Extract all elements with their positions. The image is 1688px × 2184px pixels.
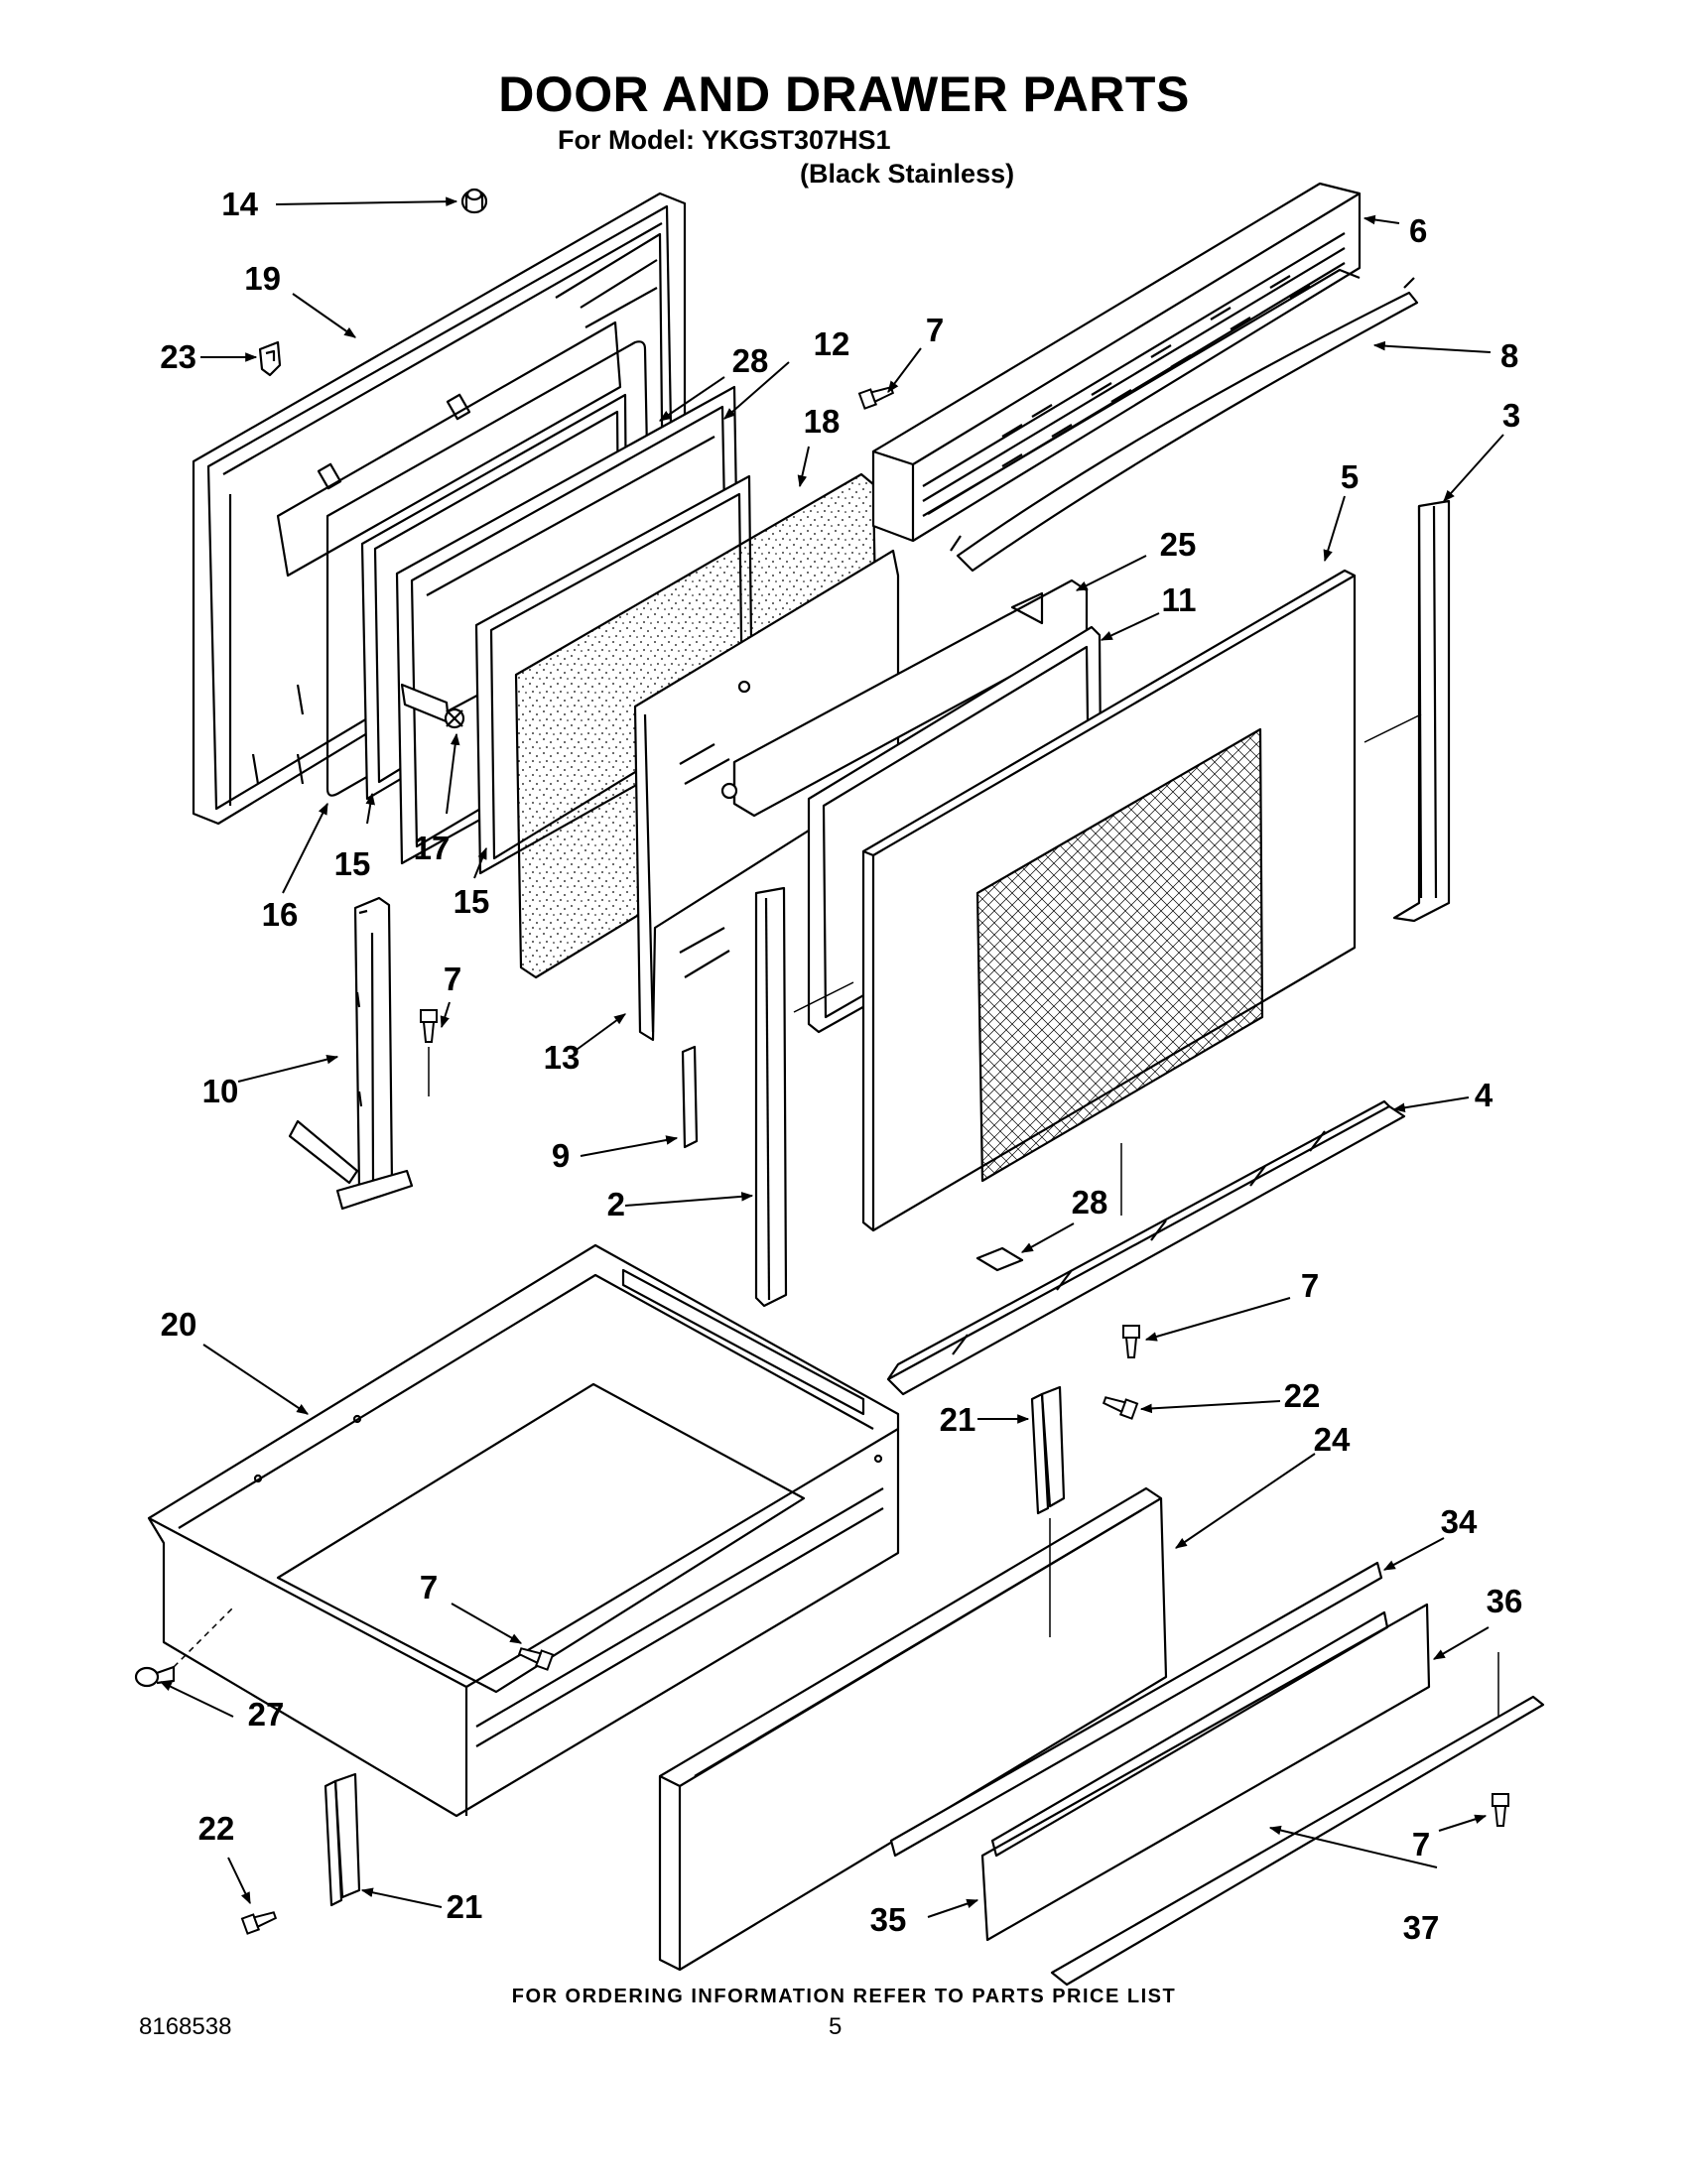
callout-label: 37 (1403, 1909, 1440, 1946)
callout-label: 22 (1284, 1377, 1321, 1414)
callout-label: 13 (544, 1039, 581, 1076)
screw-part-7-e (1492, 1793, 1509, 1827)
callout-label: 4 (1475, 1077, 1493, 1113)
vent-trim-part-6 (871, 182, 1362, 543)
spacer-part-9 (681, 1045, 699, 1149)
callout-label: 28 (1072, 1184, 1108, 1220)
callout-label: 19 (244, 260, 281, 297)
drawer-slide-part-21-lower (324, 1772, 361, 1907)
bottom-channel-part-4 (886, 1099, 1406, 1396)
callout-label: 35 (870, 1901, 907, 1938)
callout-label: 10 (202, 1073, 239, 1109)
callout-label: 5 (1341, 458, 1359, 495)
model-line: For Model: YKGST307HS1 (558, 125, 891, 155)
callout-label: 6 (1409, 212, 1427, 249)
callout-labels: 14 19 23 28 12 7 18 6 8 3 5 25 11 17 15 … (160, 186, 1522, 1946)
clip-part-28 (975, 1246, 1024, 1272)
callout-label: 9 (552, 1137, 570, 1174)
bottom-trim-part-37 (1050, 1695, 1545, 1987)
clip-part-23 (258, 340, 282, 377)
ordering-note: FOR ORDERING INFORMATION REFER TO PARTS … (511, 1986, 1177, 2007)
callout-label: 36 (1487, 1583, 1523, 1619)
callout-label: 22 (198, 1810, 235, 1847)
callout-label: 28 (732, 342, 769, 379)
callout-label: 34 (1441, 1503, 1478, 1540)
callout-leaders (159, 196, 1504, 1918)
callout-label: 12 (814, 325, 850, 362)
callout-label: 23 (160, 338, 196, 375)
trim-rail-part-34 (889, 1561, 1383, 1858)
screw-part-7-d (517, 1647, 555, 1671)
door-handle-part-8 (950, 277, 1419, 573)
screw-part-22-b (240, 1911, 278, 1935)
callout-label: 15 (334, 845, 371, 882)
callout-label: 24 (1314, 1421, 1351, 1458)
callout-label: 7 (1301, 1267, 1319, 1304)
callout-label: 25 (1160, 526, 1197, 563)
screw-part-7-a (857, 386, 895, 410)
callout-label: 7 (1412, 1826, 1430, 1863)
hinge-part-10 (288, 896, 414, 1211)
callout-label: 3 (1502, 397, 1520, 434)
callout-label: 16 (262, 896, 299, 933)
callout-label: 7 (926, 312, 944, 348)
callout-label: 2 (607, 1186, 625, 1222)
callout-label: 8 (1500, 337, 1518, 374)
drawer-part-20 (147, 1243, 900, 1818)
screw-part-7-b (420, 1009, 438, 1043)
drawer-slide-part-21-upper (1030, 1385, 1066, 1515)
callout-label: 15 (454, 883, 490, 920)
page-number: 5 (829, 2013, 843, 2040)
drawer-front-part-24 (658, 1486, 1168, 1972)
callout-label: 21 (940, 1401, 976, 1438)
callout-label: 14 (221, 186, 258, 222)
screw-part-17 (400, 683, 465, 729)
callout-label: 21 (447, 1888, 483, 1925)
side-trim-part-2 (754, 886, 788, 1308)
callout-label: 20 (161, 1306, 197, 1343)
bumper-part-14 (460, 188, 488, 214)
callout-label: 7 (420, 1569, 438, 1606)
callout-label: 27 (248, 1696, 285, 1733)
callout-label: 17 (414, 830, 451, 866)
screw-part-7-c (1122, 1325, 1140, 1358)
page-title: DOOR AND DRAWER PARTS (498, 66, 1190, 122)
finish-line: (Black Stainless) (800, 159, 1015, 189)
panel-part-35 (990, 1610, 1389, 1858)
panel-part-36 (980, 1603, 1431, 1942)
callout-label: 11 (1162, 581, 1197, 618)
callout-label: 7 (444, 961, 461, 997)
outer-door-panel-part-5 (861, 569, 1357, 1232)
document-number: 8168538 (139, 2013, 232, 2040)
callout-label: 18 (804, 403, 841, 440)
bumper-part-27 (134, 1665, 176, 1688)
screw-part-22-a (1102, 1396, 1139, 1420)
side-trim-part-3 (1392, 499, 1451, 923)
